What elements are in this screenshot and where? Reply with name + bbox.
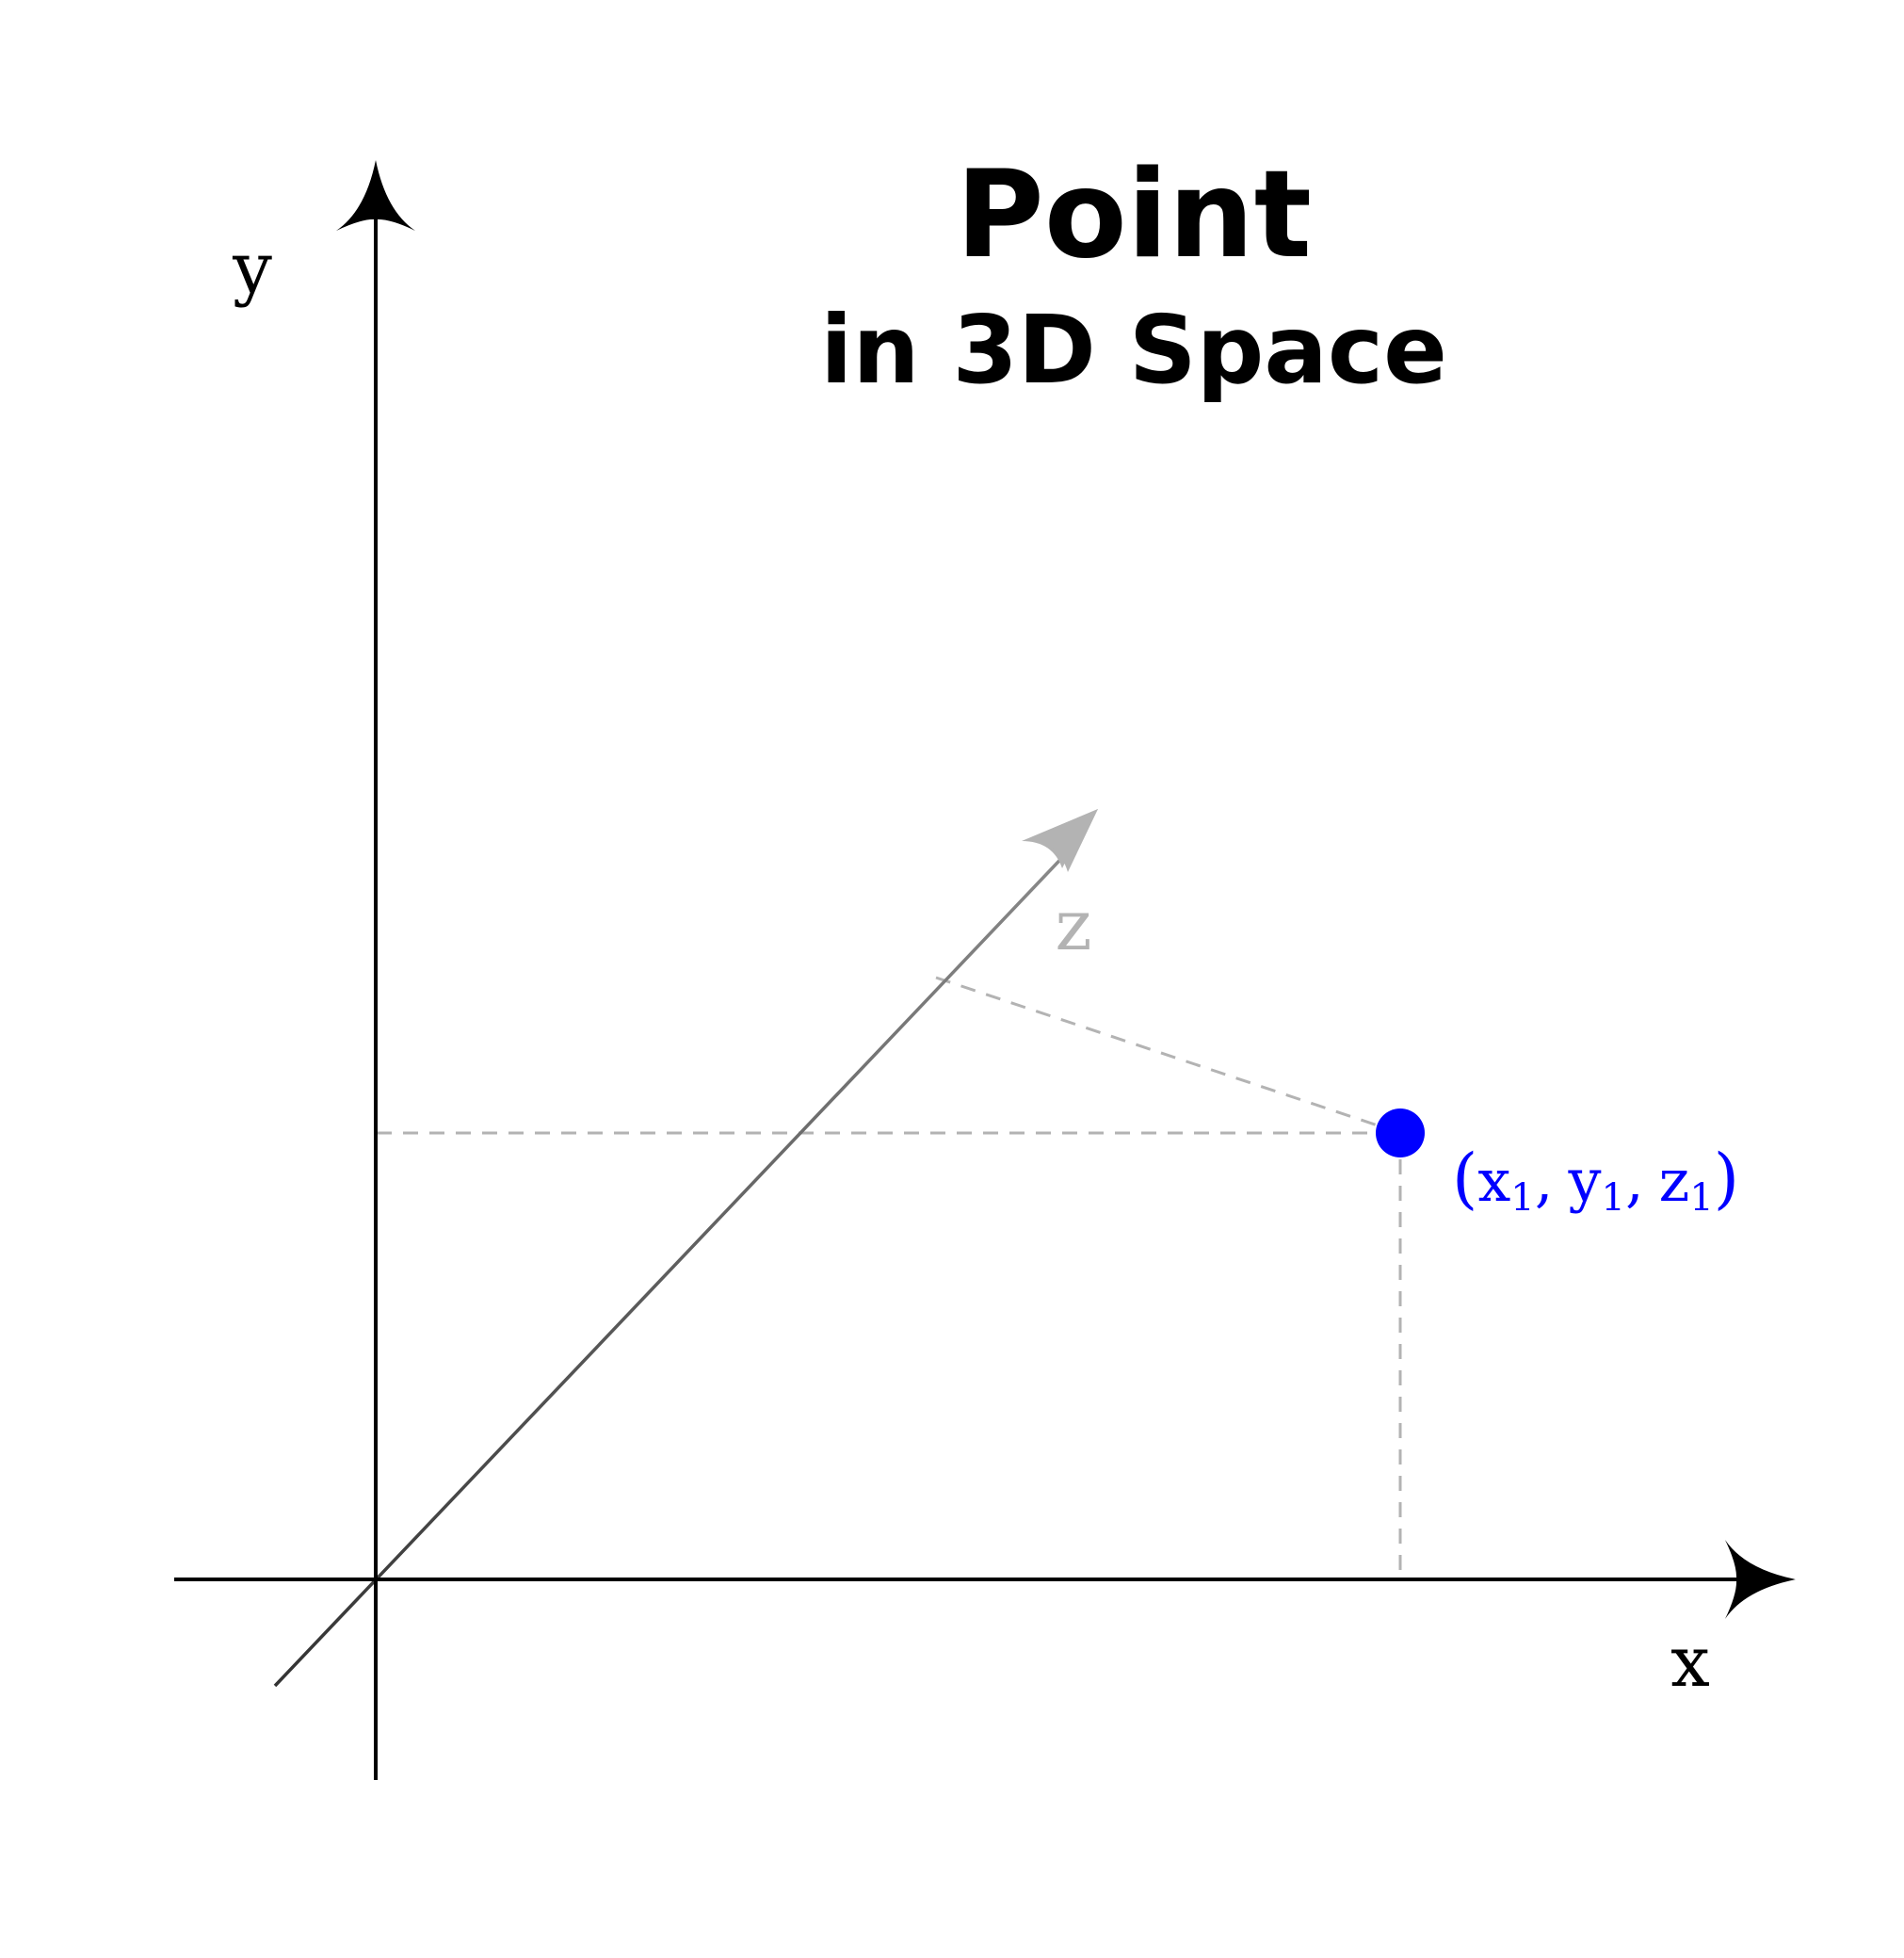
z-axis-arrowhead-fill xyxy=(1023,809,1098,872)
point-marker xyxy=(1376,1108,1425,1157)
label-open-paren: ( xyxy=(1452,1140,1477,1217)
label-z-subscript: 1 xyxy=(1689,1176,1713,1220)
y-axis-label: y xyxy=(232,228,272,309)
label-y-subscript: 1 xyxy=(1601,1176,1624,1220)
title-line-1: Point xyxy=(956,145,1312,285)
point-coordinate-label: (x1,y1,z1) xyxy=(1452,1140,1739,1220)
label-close-paren: ) xyxy=(1714,1140,1739,1217)
title-line-2: in 3D Space xyxy=(820,295,1447,405)
z-axis-label: z xyxy=(1056,885,1092,966)
label-x-subscript: 1 xyxy=(1510,1176,1534,1220)
x-axis-arrowhead xyxy=(1725,1540,1796,1619)
label-separator-1: , xyxy=(1535,1146,1554,1215)
x-axis-label: x xyxy=(1670,1622,1710,1703)
guide-line-to-z-axis xyxy=(935,976,1401,1135)
label-x-name: x xyxy=(1477,1146,1510,1215)
z-axis-line xyxy=(273,844,1075,1688)
label-y-name: y xyxy=(1567,1146,1601,1215)
y-axis-arrowhead xyxy=(336,160,415,231)
label-separator-2: , xyxy=(1625,1146,1644,1215)
label-z-name: z xyxy=(1659,1146,1690,1215)
